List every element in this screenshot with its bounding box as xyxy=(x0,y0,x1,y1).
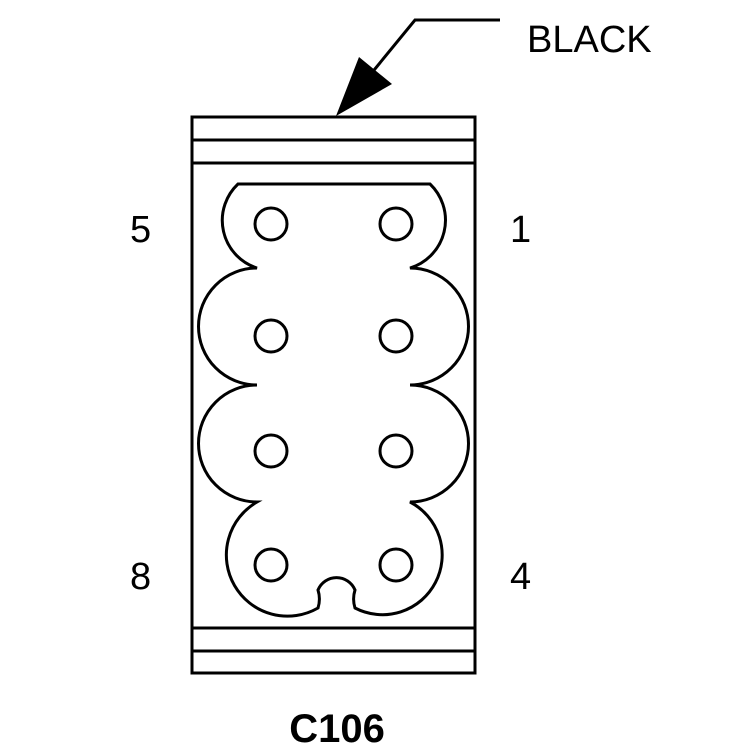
pin-label-bottom-right: 4 xyxy=(510,556,531,598)
pin-label-top-left: 5 xyxy=(130,209,151,251)
connector-housing xyxy=(190,115,477,675)
pin-cavity-8 xyxy=(253,547,289,583)
pin-label-top-right: 1 xyxy=(510,209,531,251)
pin-cavity-2 xyxy=(378,318,414,354)
pin-label-bottom-left: 8 xyxy=(130,556,151,598)
pin-cavity-7 xyxy=(253,433,289,469)
pin-cavity-5 xyxy=(253,206,289,242)
pin-cavity-3 xyxy=(378,433,414,469)
color-indicator-arrow xyxy=(336,18,500,116)
pin-cavity-1 xyxy=(378,206,414,242)
leader-line xyxy=(368,18,500,76)
connector-id: C106 xyxy=(289,707,385,751)
pin-cavity-4 xyxy=(378,547,414,583)
wire-color-label: BLACK xyxy=(527,19,652,61)
arrowhead xyxy=(336,57,392,116)
cavity-outline xyxy=(197,182,470,618)
housing-outline xyxy=(190,115,477,675)
pin-cavity-6 xyxy=(253,318,289,354)
